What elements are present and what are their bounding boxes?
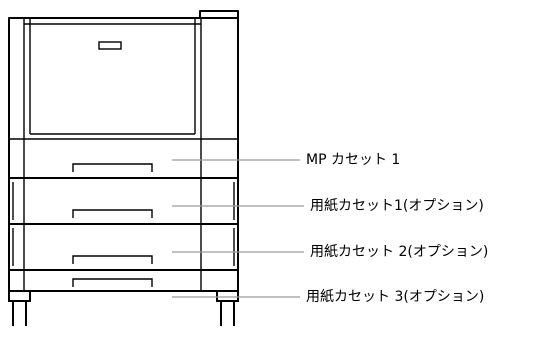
left-foot-bracket <box>8 291 31 302</box>
printer-body <box>8 17 239 292</box>
callout-paper-cassette-1: 用紙カセット1(オプション) <box>310 198 484 214</box>
right-foot-bracket <box>216 291 239 302</box>
upper-panel-handle <box>98 41 122 50</box>
cassette-2-handle <box>72 255 153 264</box>
cassette-3-handle <box>72 278 153 287</box>
cassette-1-handle <box>72 209 153 218</box>
right-foot <box>220 301 235 326</box>
top-cap <box>199 10 239 19</box>
callout-paper-cassette-3: 用紙カセット 3(オプション) <box>306 289 485 305</box>
left-foot <box>12 301 27 326</box>
callout-mp-cassette: MP カセット 1 <box>306 152 401 168</box>
callout-paper-cassette-2: 用紙カセット 2(オプション) <box>310 244 489 260</box>
mp-cassette-handle <box>72 163 153 172</box>
